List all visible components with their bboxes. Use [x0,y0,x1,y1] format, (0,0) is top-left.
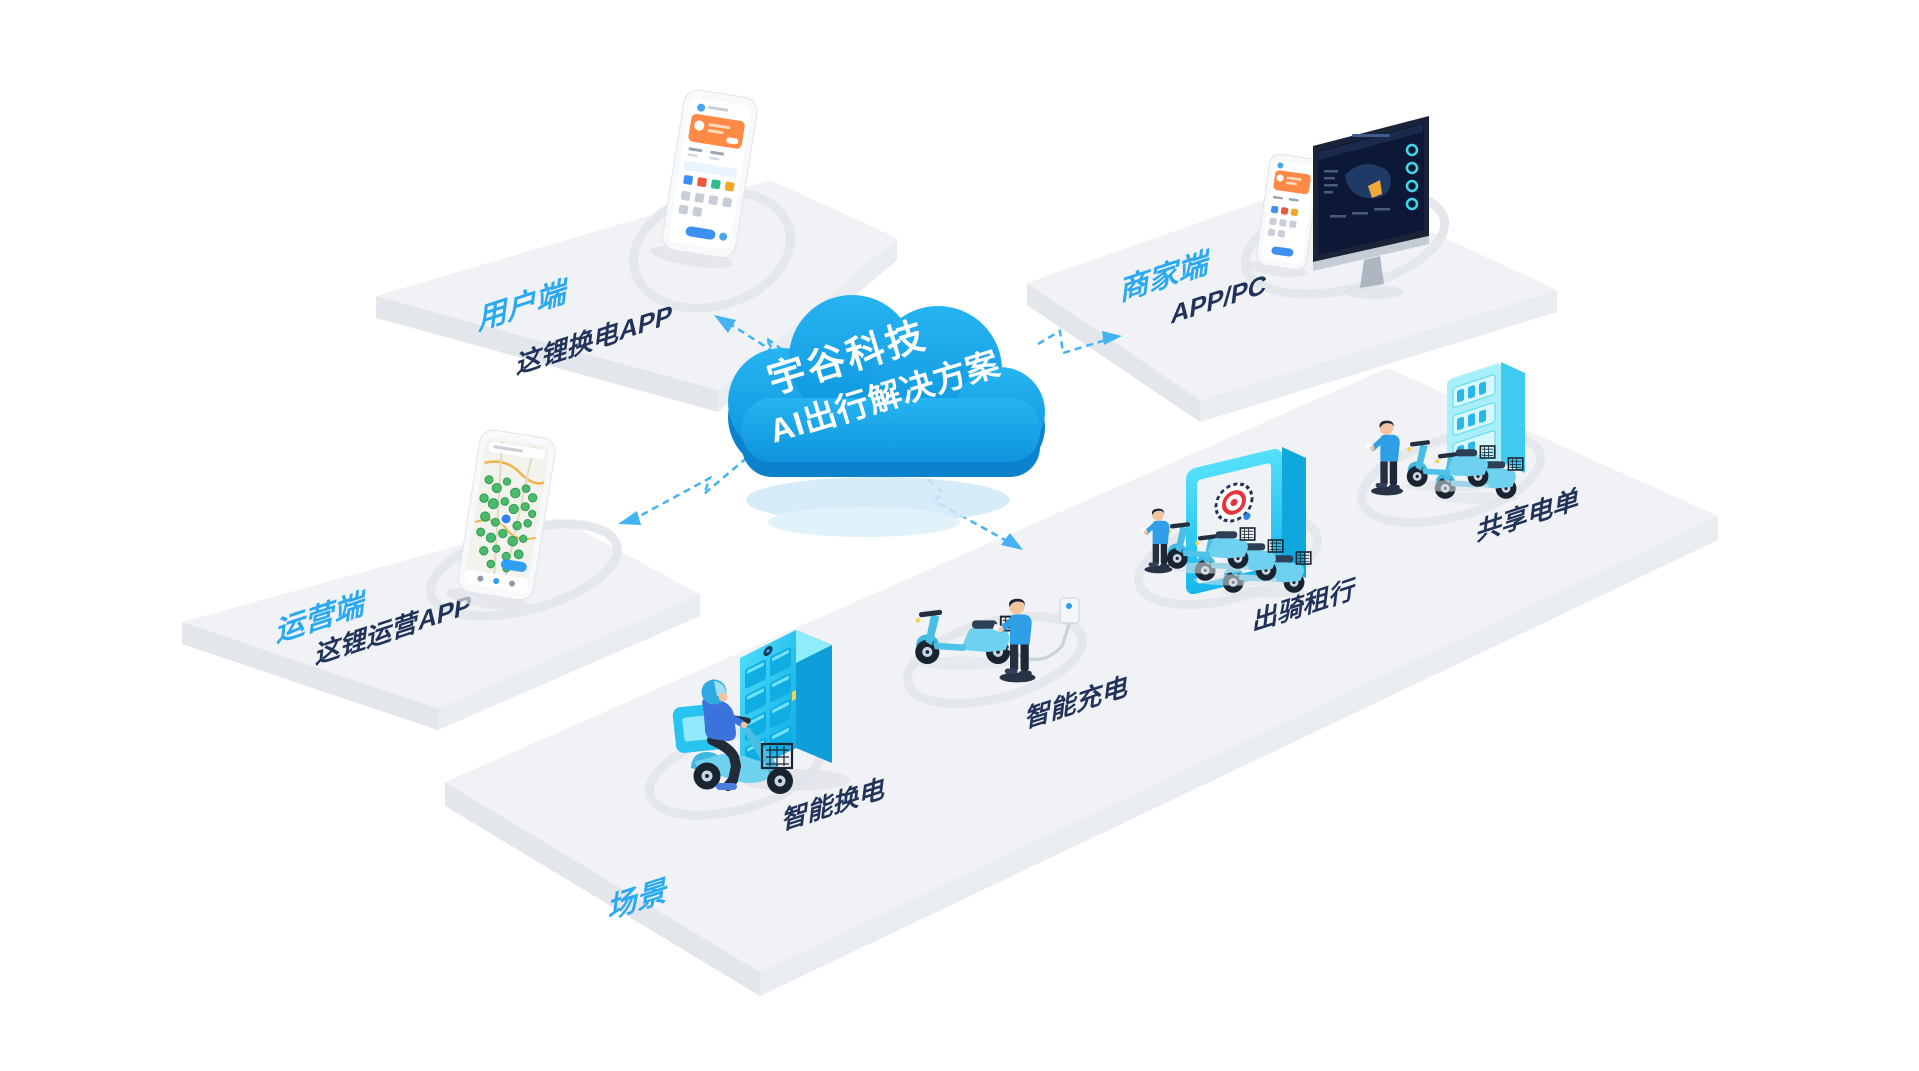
arrow-to-operation-head [618,511,641,525]
qr-emblem [1214,482,1254,523]
charge-scene [913,597,1080,682]
charging-box [1059,597,1080,624]
arrow-to-scene-head [1001,533,1023,550]
arrow-to-user-head [714,315,736,333]
delivery-rider [672,679,794,794]
share-ring [1357,428,1545,528]
merchant-phone-mockup [1247,153,1320,278]
cloud: 宇谷科技 AI出行解决方案 [728,295,1045,537]
merchant-monitor-mockup [1313,116,1429,299]
platform-scene [445,368,1718,996]
operation-phone-mockup [445,429,556,610]
arrow-to-merchant-head [1102,331,1122,345]
user-phone-mockup [650,89,758,269]
